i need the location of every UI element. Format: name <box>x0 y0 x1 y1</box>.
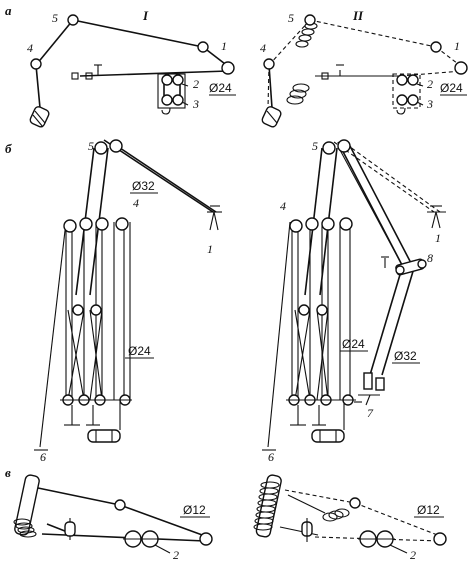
sheave-3a-ii <box>396 94 408 106</box>
row-letter-a: а <box>5 3 12 18</box>
winch-drum-icon-b2 <box>311 429 345 443</box>
label-2: 2 <box>193 77 199 91</box>
row-b-scheme-2: 5 4 1 6 8 7 Ø24 Ø32 <box>262 139 446 464</box>
label-3: 3 <box>192 97 199 111</box>
label-1-b2: 1 <box>435 231 441 245</box>
ground-anchor-icon <box>34 405 100 451</box>
label-3-ii: 3 <box>426 97 433 111</box>
jib-connector-8 <box>381 256 427 276</box>
boom-tip-anchor-icon-ii <box>427 205 446 229</box>
sheave-c1-end <box>199 532 213 546</box>
hook-icon <box>161 107 171 115</box>
sheave-c2 <box>349 497 361 509</box>
sheave-2b-ii <box>407 74 419 86</box>
row-a-scheme-1: 5 4 1 2 3 Ø24 <box>27 11 236 128</box>
sheave-1b <box>221 61 235 75</box>
coil-top-icon <box>295 22 318 48</box>
dim-32-b1: Ø32 <box>132 179 155 193</box>
label-6-b1: 6 <box>40 450 46 464</box>
label-1: 1 <box>221 39 227 53</box>
sheave-upper-4 <box>115 217 129 231</box>
label-4-ii: 4 <box>260 41 266 55</box>
sheave-1 <box>197 41 209 53</box>
dim-24-a1: Ø24 <box>209 81 232 95</box>
label-2-ii: 2 <box>427 77 433 91</box>
sheave-1-ii <box>430 41 442 53</box>
sheave-3a <box>161 94 173 106</box>
row-c-scheme-2: 2 Ø12 <box>253 474 447 562</box>
scheme-label-left: I <box>142 8 149 23</box>
sheave-top-2 <box>109 139 123 153</box>
sheave-2a <box>161 74 173 86</box>
sheave-c2-end <box>433 532 447 546</box>
sheave-2a-ii <box>396 74 408 86</box>
sheave-4 <box>30 58 42 70</box>
label-1-ii: 1 <box>454 39 460 53</box>
equalizer-pair-c2 <box>358 530 395 548</box>
sheave-mid-2-ii <box>316 304 328 316</box>
winch-drum-icon-ii <box>261 106 282 128</box>
hook-block-7 <box>354 372 385 406</box>
sheave-5-ii <box>304 14 316 26</box>
tensioner-c1 <box>64 521 76 537</box>
sheave-2b <box>172 74 184 86</box>
row-b-scheme-1: 5 4 1 6 Ø32 Ø24 <box>34 139 222 464</box>
winch-drum-icon <box>29 106 50 128</box>
dim-32-b2: Ø32 <box>394 349 417 363</box>
winch-drum-icon-b1 <box>87 429 121 443</box>
winch-drum-icon-c1 <box>13 474 40 538</box>
sheave-upper-2-ii <box>305 217 319 231</box>
sheave-1b-ii <box>454 61 468 75</box>
label-4: 4 <box>27 41 33 55</box>
sheave-upper-1 <box>63 219 77 233</box>
sheave-upper-1-ii <box>289 219 303 233</box>
label-5-ii: 5 <box>288 11 294 25</box>
label-8-b2: 8 <box>427 251 433 265</box>
label-2-c2: 2 <box>410 548 416 562</box>
dim-12-c2: Ø12 <box>417 503 440 517</box>
dim-24-b2: Ø24 <box>342 337 365 351</box>
label-1-b1: 1 <box>207 242 213 256</box>
sheave-upper-2 <box>79 217 93 231</box>
label-5-b1: 5 <box>88 139 94 153</box>
row-letter-b: б <box>5 141 12 156</box>
label-4-b1: 4 <box>133 196 139 210</box>
sheave-top-1-ii <box>322 141 336 155</box>
sheave-upper-3 <box>95 217 109 231</box>
row-a-scheme-2: 5 4 1 2 3 Ø24 <box>260 11 468 128</box>
dim-12-c1: Ø12 <box>183 503 206 517</box>
label-5-b2: 5 <box>312 139 318 153</box>
sheave-top-1 <box>94 141 108 155</box>
hook-icon-ii <box>396 107 406 115</box>
sheave-4-ii <box>263 58 275 70</box>
label-2-c1: 2 <box>173 548 179 562</box>
sheave-upper-3-ii <box>321 217 335 231</box>
row-letter-c: в <box>5 465 11 480</box>
sheave-3b <box>172 94 184 106</box>
label-6-b2: 6 <box>268 450 274 464</box>
sheave-top-2-ii <box>337 139 351 153</box>
coil-bottom-icon <box>286 83 310 105</box>
sheave-mid-1 <box>72 304 84 316</box>
row-c-scheme-1: 2 Ø12 <box>13 474 213 562</box>
coil-icon-c2 <box>322 508 350 522</box>
sheave-3b-ii <box>407 94 419 106</box>
label-4-b2: 4 <box>280 199 286 213</box>
scheme-label-right: II <box>352 8 364 23</box>
winch-drum-icon-c2 <box>253 474 282 538</box>
boom-tip-anchor-icon <box>207 205 222 231</box>
dim-24-a2: Ø24 <box>440 81 463 95</box>
equalizer-pair-c1 <box>123 530 160 548</box>
sheave-5 <box>67 14 79 26</box>
label-5: 5 <box>52 11 58 25</box>
sheave-upper-4-ii <box>339 217 353 231</box>
ground-anchor-icon-ii <box>262 405 326 451</box>
sheave-c1 <box>114 499 126 511</box>
sheave-mid-2 <box>90 304 102 316</box>
label-7-b2: 7 <box>367 406 374 420</box>
sheave-mid-1-ii <box>298 304 310 316</box>
dim-24-b1: Ø24 <box>128 344 151 358</box>
